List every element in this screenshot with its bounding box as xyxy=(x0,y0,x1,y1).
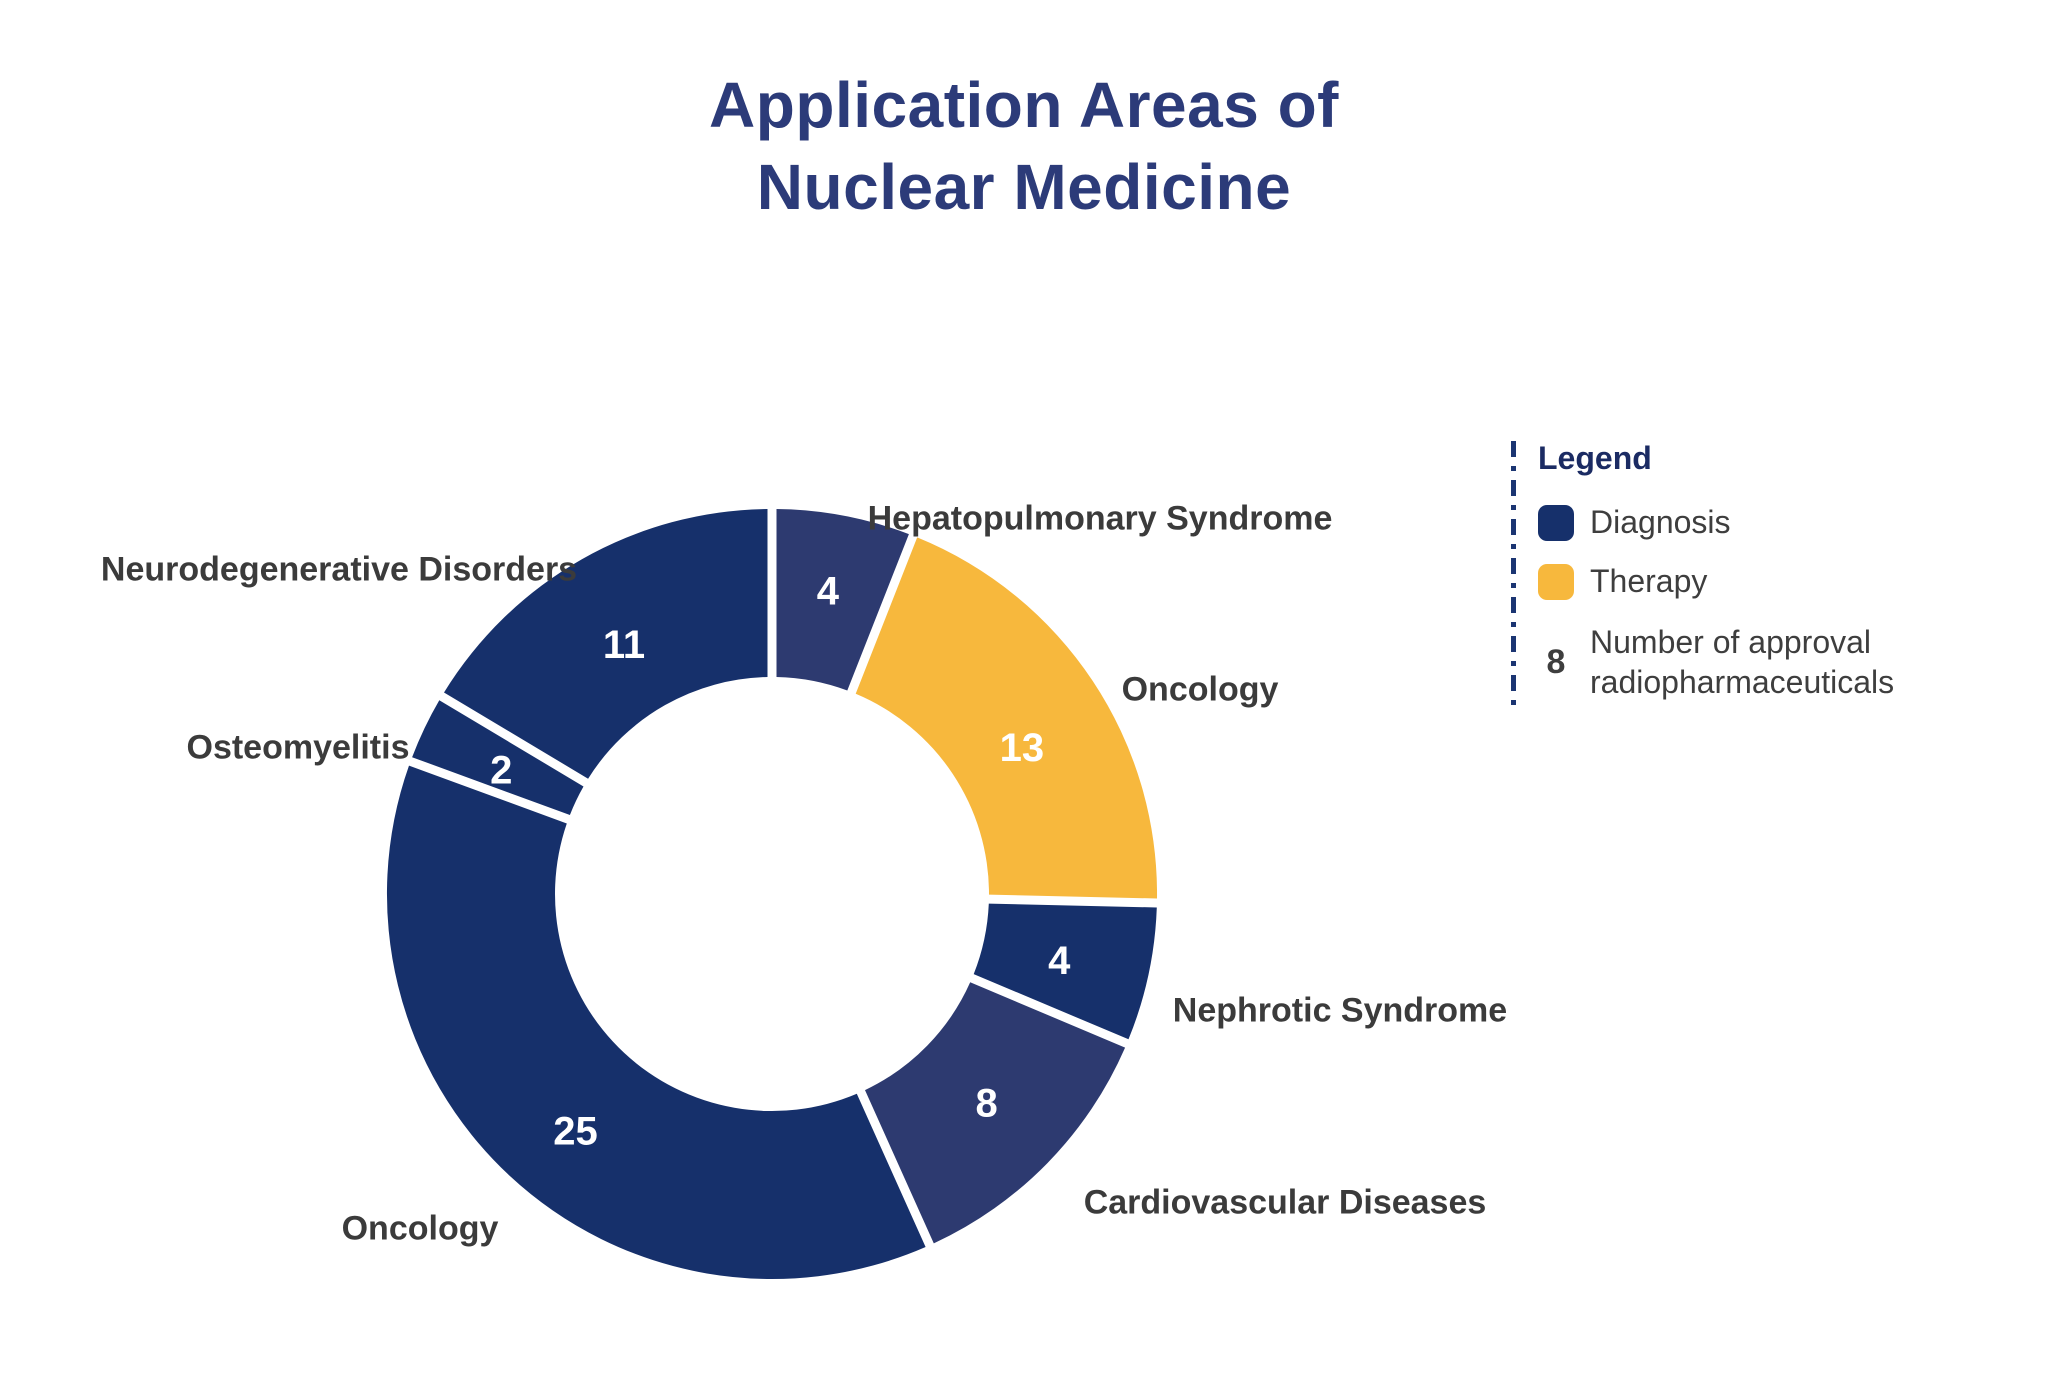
legend-item-therapy: Therapy xyxy=(1538,563,1918,600)
segment-label-4: Oncology xyxy=(341,1209,499,1248)
segment-value-2: 4 xyxy=(1048,939,1071,983)
donut-segment-5 xyxy=(412,700,584,815)
segment-value-1: 13 xyxy=(1000,726,1045,770)
segment-label-1: Oncology xyxy=(1121,670,1279,709)
chart-title-line1: Application Areas of xyxy=(709,69,1339,141)
diagnosis-swatch xyxy=(1538,504,1574,541)
segment-label-6: Neurodegenerative Disorders xyxy=(100,550,578,589)
donut-segment-4 xyxy=(386,765,926,1279)
legend-item-approval-count: 8 Number of approval radiopharmaceutical… xyxy=(1538,622,1918,702)
segment-value-3: 8 xyxy=(975,1082,997,1126)
segment-label-3: Cardiovascular Diseases xyxy=(1083,1183,1487,1222)
donut-segment-2 xyxy=(973,903,1157,1040)
legend-heading: Legend xyxy=(1538,440,1652,476)
segment-label-2: Nephrotic Syndrome xyxy=(1172,991,1508,1030)
chart-title: Application Areas of Nuclear Medicine xyxy=(0,64,2048,228)
donut-segment-3 xyxy=(865,982,1126,1244)
legend-dashed-rule xyxy=(1511,441,1516,711)
therapy-label: Therapy xyxy=(1590,563,1708,599)
segment-value-0: 4 xyxy=(817,569,840,613)
donut-segment-1 xyxy=(855,537,1158,899)
donut-segment-0 xyxy=(776,509,909,691)
segment-value-5: 2 xyxy=(490,749,512,793)
segment-value-6: 11 xyxy=(603,623,645,667)
chart-title-line2: Nuclear Medicine xyxy=(756,151,1292,223)
segment-label-0: Hepatopulmonary Syndrome xyxy=(867,499,1333,538)
legend-item-diagnosis: Diagnosis xyxy=(1538,504,1918,541)
therapy-swatch xyxy=(1538,563,1574,600)
segment-value-4: 25 xyxy=(553,1110,598,1154)
legend: Legend Diagnosis Therapy 8 Number of app… xyxy=(1538,436,1918,724)
diagnosis-label: Diagnosis xyxy=(1590,504,1731,540)
segment-label-5: Osteomyelitis xyxy=(186,728,410,767)
approval-count-symbol: 8 xyxy=(1546,642,1566,681)
donut-segment-6 xyxy=(444,509,768,779)
approval-count-label: Number of approval radiopharmaceuticals xyxy=(1590,624,1895,700)
